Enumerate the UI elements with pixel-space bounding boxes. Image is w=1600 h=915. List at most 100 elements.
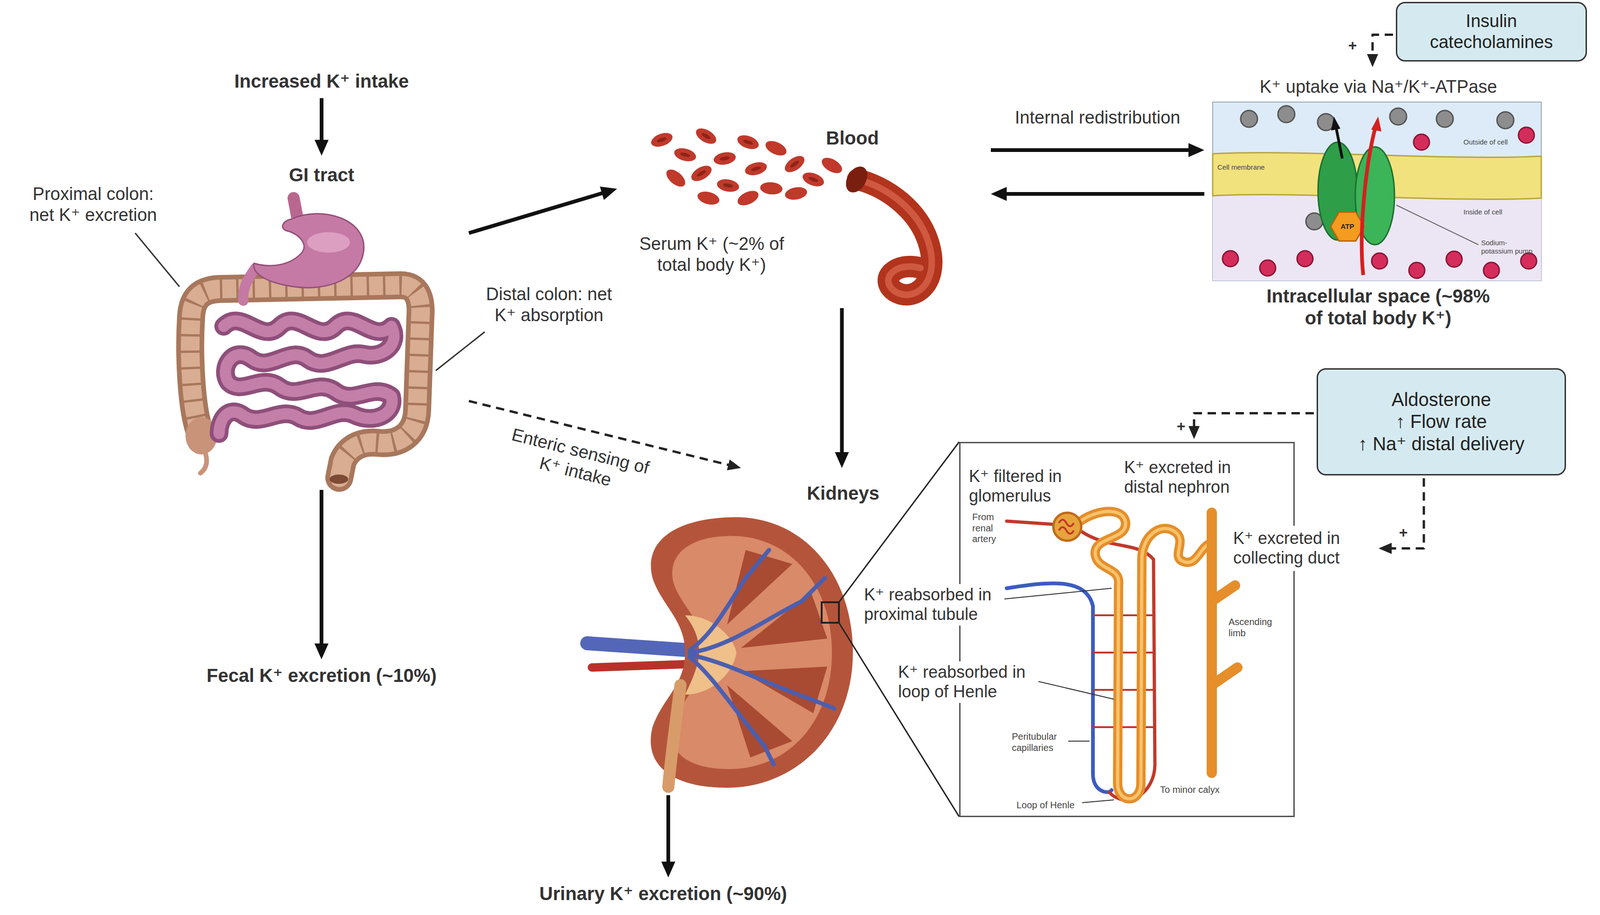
blood-illustration-part-part: [782, 152, 808, 176]
blood-illustration-part-part: [688, 162, 715, 185]
arrow-connector: [468, 186, 618, 234]
blood-illustration-part-part: [649, 130, 675, 150]
gi-tract-illustration-part: [307, 232, 351, 253]
edge-label: +: [1348, 36, 1358, 55]
blood-illustration-part-part: [742, 138, 754, 146]
label-slot: Proximal colon: net K⁺ excretion: [23, 183, 164, 226]
pump-illustration-part-part: [1518, 127, 1535, 144]
blood-illustration-part: [841, 162, 873, 197]
text-slot: To minor calyx: [1160, 784, 1240, 796]
node-text: Kidneys: [791, 482, 895, 505]
arrow-head: [1188, 143, 1205, 158]
gi-tract-illustration-part: [190, 285, 421, 462]
gi-tract-illustration-part: [254, 213, 364, 288]
blood-illustration-part-part: [819, 154, 845, 177]
node-text: GI tract: [165, 164, 478, 186]
text-slot: Blood: [815, 127, 890, 150]
arrow-connector: [661, 795, 676, 878]
connector-line: [468, 192, 605, 234]
blood-illustration-part-part: [800, 170, 826, 190]
node-text: ↑ Na⁺ distal delivery: [1329, 432, 1554, 455]
blood-illustration-part-part: [695, 189, 721, 207]
edge-label-slot: +: [1176, 417, 1186, 436]
node-text: Peritubular capillaries: [1011, 731, 1068, 754]
text-slot: K⁺ filtered in glomerulus: [968, 466, 1077, 507]
text-slot: Serum K⁺ (~2% of total body K⁺): [627, 233, 796, 276]
pump-illustration-part-part: [1297, 250, 1313, 267]
blood-illustration-part-part: [722, 182, 734, 189]
arrow-head: [990, 186, 1007, 201]
blood-illustration-part-part: [759, 181, 783, 196]
edge-label: Internal redistribution: [1015, 107, 1181, 129]
arrow-connector: [314, 489, 329, 660]
text-slot: GI tract: [165, 164, 478, 186]
connector-line: [319, 489, 324, 647]
text-node: Urinary K⁺ excretion (~90%): [536, 879, 790, 908]
blood-illustration-part: [656, 131, 819, 189]
blood-illustration-part-part: [693, 125, 720, 148]
annotation-label: Cell membrane: [1217, 163, 1278, 172]
text-slot: From renal artery: [972, 511, 1008, 545]
node-text: Insulin catecholamines: [1408, 10, 1575, 53]
connector-line: [666, 795, 671, 865]
annotation-label: K⁺ reabsorbed in loop of Henle: [896, 661, 1037, 703]
pump-illustration-part: [1331, 116, 1341, 131]
node-text: Serum K⁺ (~2% of total body K⁺): [627, 233, 796, 276]
pump-illustration-part-part: [1277, 105, 1295, 123]
blood-illustration-part-part: [712, 150, 737, 167]
edge-label-slot: +: [1348, 36, 1358, 55]
node-text: Increased K⁺ intake: [234, 70, 410, 93]
node-text: Ascending limb: [1228, 616, 1280, 639]
node-text: Blood: [815, 127, 890, 150]
kidney-illustration-part: [689, 549, 835, 765]
gi-tract-illustration-part: [190, 285, 421, 478]
pump-illustration: [1212, 102, 1542, 281]
blood-illustration-part-part: [763, 137, 789, 159]
pump-illustration-part-part: [1483, 262, 1500, 279]
pump-illustration-part: [1361, 125, 1376, 275]
pump-illustration-part: [1212, 102, 1542, 281]
organ-node: BloodSerum K⁺ (~2% of total body K⁺): [619, 114, 989, 306]
edge-label: +: [1399, 523, 1408, 542]
nephron-illustration-part: [1058, 519, 1074, 534]
blood-illustration-part-part: [695, 169, 707, 178]
blood-illustration-part-part: [743, 159, 769, 178]
node-text: K⁺ excreted in distal nephron: [1124, 457, 1255, 498]
text-node: Increased K⁺ intake: [231, 67, 413, 96]
nephron-illustration-part: [1053, 512, 1082, 541]
pump-illustration-part-part: [1436, 110, 1454, 128]
organ-node: GI tract: [153, 158, 467, 488]
pump-illustration-part-part: [1408, 262, 1425, 279]
gi-tract-illustration-part: [243, 267, 256, 301]
blood-illustration-part-part: [656, 136, 667, 144]
node-text: K⁺ filtered in glomerulus: [968, 466, 1077, 507]
gi-tract-illustration-part: [200, 452, 207, 474]
blood-illustration-part-part: [719, 155, 730, 162]
blood-illustration-part-part: [735, 187, 761, 209]
gi-tract-illustration: [135, 198, 485, 484]
connector-line: [1194, 413, 1314, 429]
text-slot: Ascending limb: [1228, 616, 1280, 639]
blood-illustration-part-part: [807, 175, 819, 183]
blood-illustration-part-part: [783, 185, 809, 202]
blood-illustration-part: [857, 179, 932, 295]
blood-illustration-part-part: [735, 132, 761, 152]
arrow-connector: [834, 308, 849, 468]
blood-illustration-part: [649, 125, 845, 209]
annotation-label: Distal colon: net K⁺ absorption: [479, 283, 619, 326]
pump-illustration-part: [1330, 212, 1365, 241]
text-slot: K⁺ uptake via Na⁺/K⁺-ATPase: [1207, 76, 1550, 98]
text-slot: Kidneys: [791, 482, 895, 505]
label-slot: K⁺ reabsorbed in proximal tubule: [862, 583, 1003, 626]
connector-line: [990, 148, 1192, 152]
arrow-head: [1366, 54, 1379, 68]
blood-illustration-part-part: [700, 131, 712, 141]
pump-illustration-part-part: [1259, 260, 1276, 276]
blood-illustration-part-part: [715, 177, 741, 194]
pump-illustration-part-part: [1520, 253, 1537, 269]
text-slot: Peritubular capillaries: [1011, 731, 1068, 754]
arrow-head: [834, 452, 849, 468]
gi-tract-illustration-part: [219, 320, 394, 434]
node-text: K⁺ uptake via Na⁺/K⁺-ATPase: [1207, 76, 1550, 98]
edge-label-slot: +: [1399, 523, 1408, 542]
